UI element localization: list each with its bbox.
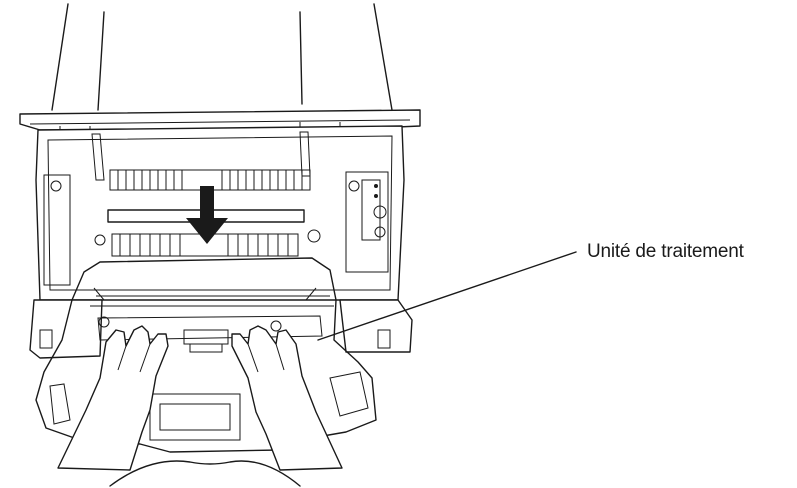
hands (57, 325, 343, 487)
callout-leader-line (317, 251, 577, 341)
callout-label-processing-unit: Unité de traitement (587, 241, 744, 262)
processing-unit (35, 257, 377, 453)
down-arrow-icon (186, 186, 228, 244)
top-cover (19, 3, 421, 140)
printer-body (29, 125, 413, 359)
